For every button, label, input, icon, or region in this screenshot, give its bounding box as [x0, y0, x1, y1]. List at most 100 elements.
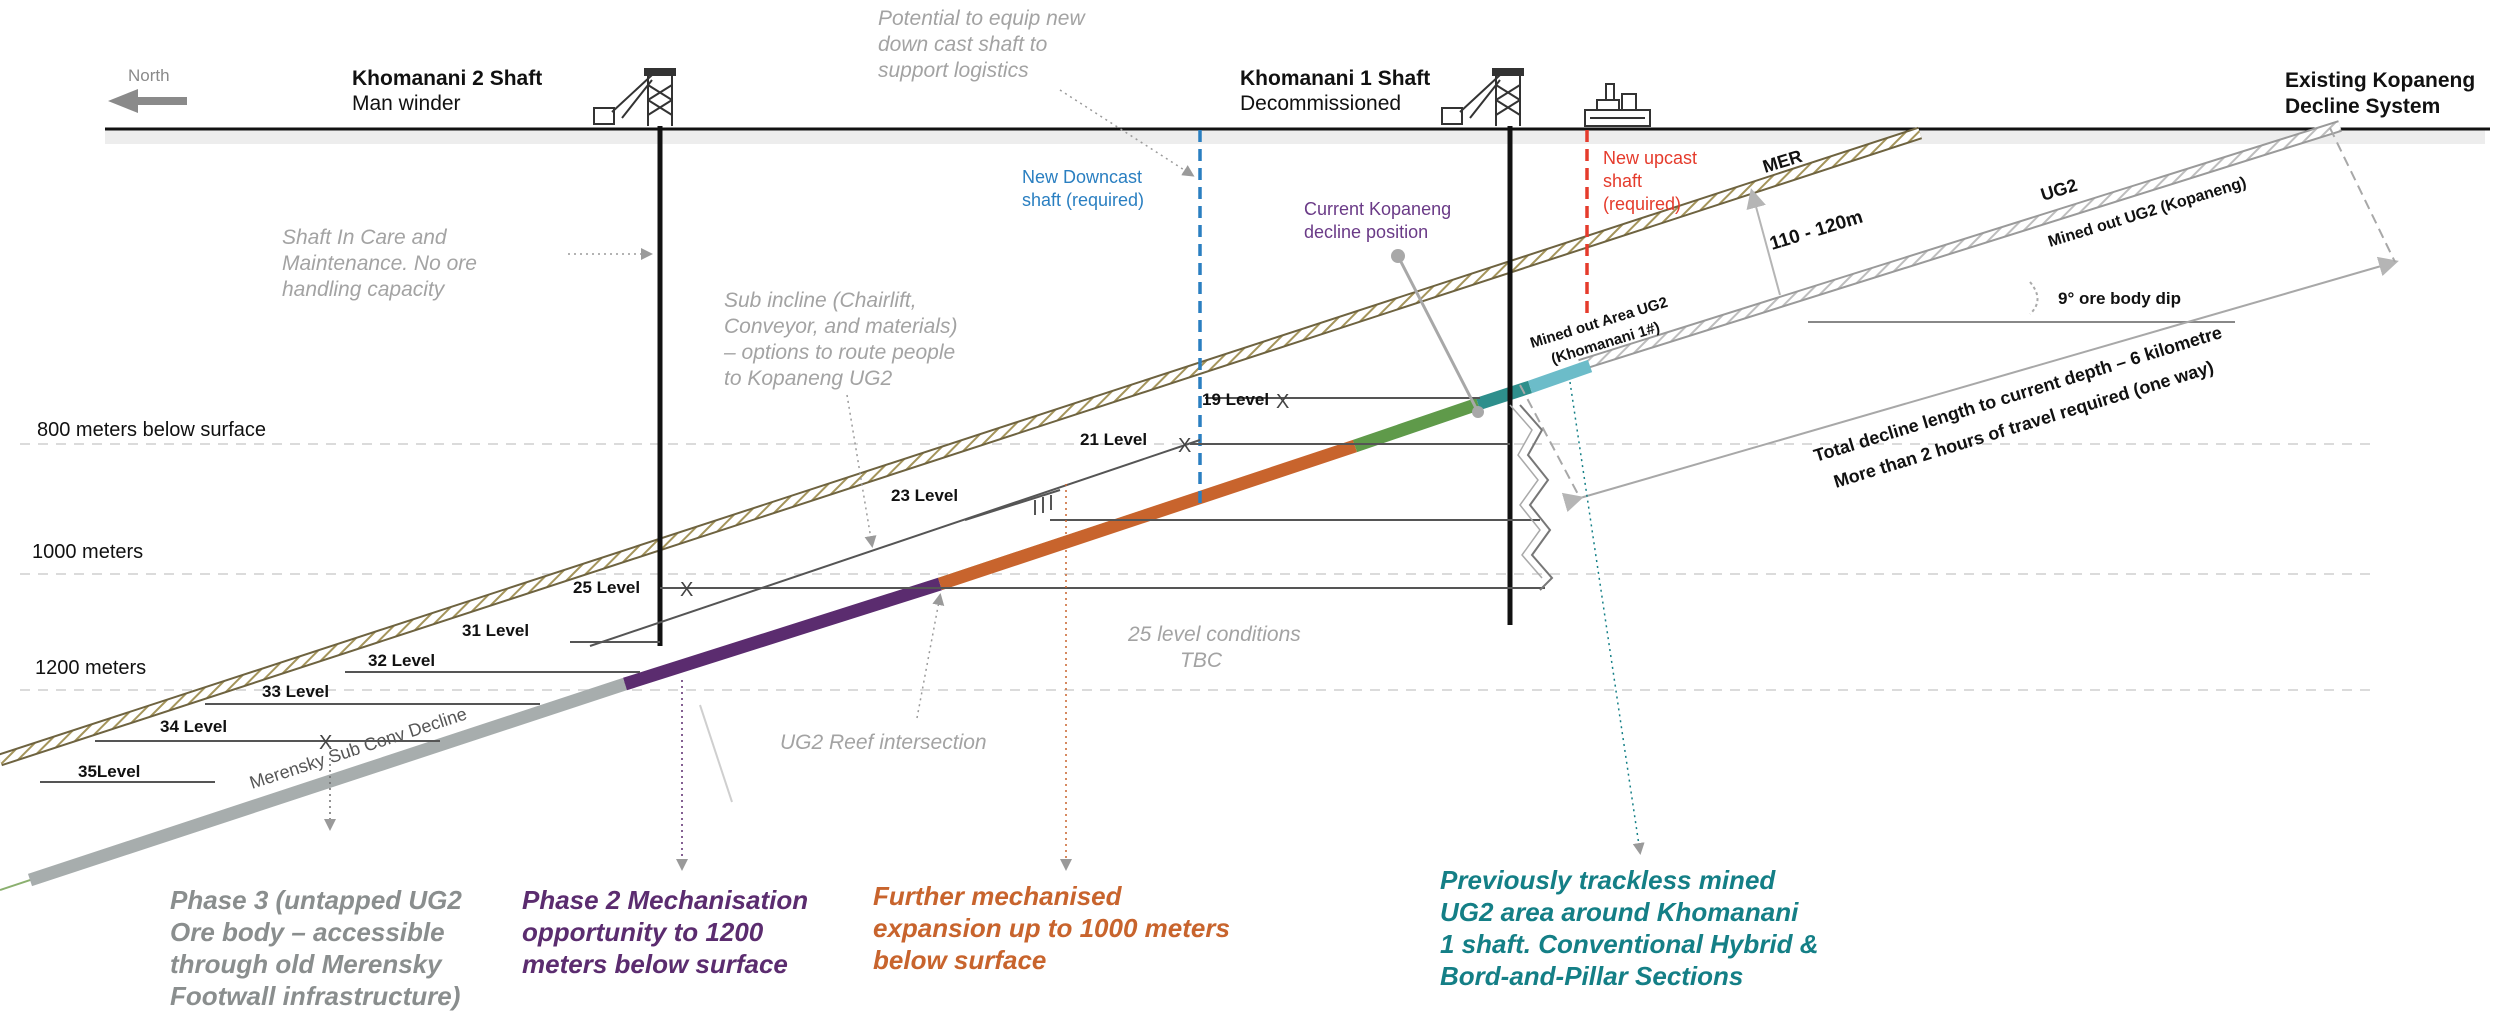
svg-text:New upcast: New upcast [1603, 148, 1697, 168]
previous-leader [1569, 381, 1645, 855]
dip-arc [2029, 281, 2039, 315]
svg-text:Shaft In Care and: Shaft In Care and [282, 226, 448, 249]
svg-text:Sub incline (Chairlift,: Sub incline (Chairlift, [724, 289, 917, 312]
headframe-icon [1441, 68, 1524, 126]
svg-text:shaft: shaft [1603, 171, 1642, 191]
sub-incline-note: Sub incline (Chairlift, Conveyor, and ma… [723, 289, 957, 390]
phase2-segment [623, 577, 942, 691]
svg-text:Further mechanised: Further mechanised [873, 881, 1123, 911]
north-label: North [128, 66, 170, 85]
k1-shaft-title: Khomanani 1 Shaft [1240, 67, 1430, 90]
svg-text:down cast shaft to: down cast shaft to [878, 33, 1048, 56]
downcast-note: New Downcast shaft (required) [1022, 167, 1144, 210]
svg-text:handling capacity: handling capacity [282, 278, 446, 301]
svg-text:New Downcast: New Downcast [1022, 167, 1142, 187]
svg-text:Current Kopaneng: Current Kopaneng [1304, 199, 1451, 219]
svg-text:1 shaft. Conventional Hybrid &: 1 shaft. Conventional Hybrid & [1440, 929, 1819, 959]
ug2-reef-leader [916, 593, 945, 719]
svg-text:through old Merensky: through old Merensky [170, 949, 443, 979]
level-21-label: 21 Level [1080, 430, 1147, 449]
potential-leader [1059, 89, 1195, 177]
svg-text:shaft (required): shaft (required) [1022, 190, 1144, 210]
svg-text:opportunity to 1200: opportunity to 1200 [522, 917, 764, 947]
svg-text:Footwall infrastructure): Footwall infrastructure) [170, 981, 460, 1011]
merensky-tick [699, 704, 733, 803]
ug2-reef-note: UG2 Reef intersection [780, 731, 987, 754]
upcast-note: New upcast shaft (required) [1603, 148, 1697, 214]
level-34-label: 34 Level [160, 717, 227, 736]
potential-note: Potential to equip new down cast shaft t… [878, 7, 1086, 82]
svg-text:Phase 3 (untapped UG2: Phase 3 (untapped UG2 [170, 885, 462, 915]
svg-text:Potential to equip new: Potential to equip new [878, 7, 1086, 30]
kopaneng-title-2: Decline System [2285, 95, 2440, 118]
svg-text:Ore body – accessible: Ore body – accessible [170, 917, 445, 947]
level23-marker [964, 489, 1061, 521]
teal-segment [1475, 380, 1533, 411]
svg-text:Phase 2 Mechanisation: Phase 2 Mechanisation [522, 885, 808, 915]
level-32-label: 32 Level [368, 651, 435, 670]
further-segment [937, 439, 1358, 591]
svg-text:Maintenance. No ore: Maintenance. No ore [282, 252, 477, 275]
headframe-icon [593, 68, 676, 126]
svg-text:Previously trackless mined: Previously trackless mined [1440, 865, 1776, 895]
svg-text:– options to route people: – options to route people [723, 341, 955, 364]
decline-length-ext-1 [2329, 127, 2396, 263]
svg-text:Bord-and-Pillar Sections: Bord-and-Pillar Sections [1440, 961, 1743, 991]
level-35-label: 35Level [78, 762, 140, 781]
svg-text:decline position: decline position [1304, 222, 1428, 242]
fault-zigzag [1519, 404, 1554, 591]
fault-zigzag-2 [1509, 404, 1543, 579]
north-arrow [108, 89, 187, 113]
kopaneng-title-1: Existing Kopaneng [2285, 69, 2475, 92]
level-31-label: 31 Level [462, 621, 529, 640]
svg-text:X: X [1276, 391, 1289, 413]
svg-text:(required): (required) [1603, 194, 1681, 214]
depth-1200-label: 1200 meters [35, 657, 146, 679]
mer-reef-band [0, 128, 1922, 765]
svg-text:UG2 area around Khomanani: UG2 area around Khomanani [1440, 897, 1799, 927]
phase2-caption: Phase 2 Mechanisation opportunity to 120… [522, 885, 808, 979]
k1-shaft-subtitle: Decommissioned [1240, 92, 1401, 115]
svg-text:below surface: below surface [873, 945, 1046, 975]
svg-text:meters below surface: meters below surface [522, 949, 788, 979]
phase3-caption: Phase 3 (untapped UG2 Ore body – accessi… [170, 885, 462, 1011]
k2-shaft-title: Khomanani 2 Shaft [352, 67, 542, 90]
further-caption: Further mechanised expansion up to 1000 … [873, 881, 1230, 975]
level-lines [40, 397, 1545, 783]
k2-shaft-subtitle: Man winder [352, 92, 461, 115]
separation-label: 110 - 120m [1767, 207, 1865, 255]
svg-text:25 level conditions: 25 level conditions [1127, 623, 1301, 646]
fan-house-icon [1584, 83, 1651, 127]
closure-markers: X X X X [319, 391, 1289, 754]
svg-text:Conveyor, and materials): Conveyor, and materials) [724, 315, 957, 338]
sub-incline [589, 439, 1201, 647]
svg-text:TBC: TBC [1180, 649, 1223, 672]
svg-text:to Kopaneng UG2: to Kopaneng UG2 [724, 367, 892, 390]
ug2-label: UG2 [2038, 175, 2079, 205]
previous-caption: Previously trackless mined UG2 area arou… [1440, 865, 1819, 991]
svg-text:X: X [680, 579, 693, 601]
green-segment [1352, 397, 1481, 453]
level25-note: 25 level conditions TBC [1127, 623, 1301, 672]
sub-incline-leader [846, 394, 877, 548]
depth-800-label: 800 meters below surface [37, 419, 266, 441]
current-decline-end [1472, 406, 1484, 418]
dip-label: 9° ore body dip [2058, 289, 2181, 308]
decline-length-ext-2 [1519, 384, 1581, 499]
level-25-label: 25 Level [573, 578, 640, 597]
svg-text:support logistics: support logistics [878, 59, 1029, 82]
depth-1000-label: 1000 meters [32, 541, 143, 563]
light-teal-segment [1527, 359, 1593, 394]
phase3-segment [27, 677, 628, 887]
level-33-label: 33 Level [262, 682, 329, 701]
decline-length-dim [1561, 256, 2399, 513]
care-note: Shaft In Care and Maintenance. No ore ha… [282, 226, 477, 301]
current-decline-note: Current Kopaneng decline position [1304, 199, 1451, 242]
svg-text:X: X [1178, 435, 1191, 457]
level-23-label: 23 Level [891, 486, 958, 505]
svg-text:X: X [319, 732, 332, 754]
svg-text:expansion up to 1000 meters: expansion up to 1000 meters [873, 913, 1230, 943]
surface-shadow [105, 130, 2485, 144]
